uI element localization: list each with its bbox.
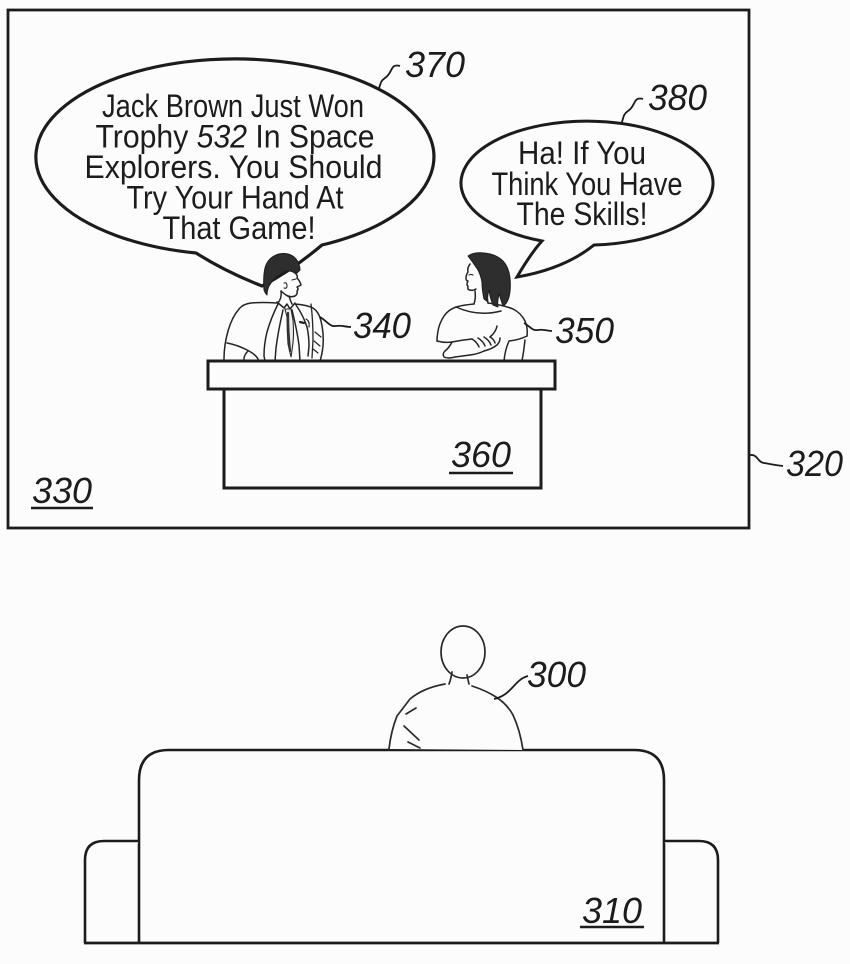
svg-text:That Game!: That Game!: [163, 210, 316, 246]
svg-text:Explorers. You Should: Explorers. You Should: [85, 149, 383, 185]
svg-text:Think You Have: Think You Have: [492, 166, 683, 202]
svg-text:330: 330: [32, 470, 92, 511]
svg-text:320: 320: [786, 443, 843, 484]
svg-text:360: 360: [451, 434, 511, 475]
svg-text:300: 300: [527, 654, 586, 695]
svg-text:340: 340: [353, 305, 411, 346]
svg-text:380: 380: [648, 77, 707, 118]
svg-text:Ha! If You: Ha! If You: [518, 135, 646, 171]
svg-text:Jack Brown Just Won: Jack Brown Just Won: [102, 88, 364, 124]
svg-text:350: 350: [555, 310, 614, 351]
svg-text:Trophy 532 In Space: Trophy 532 In Space: [96, 119, 375, 155]
svg-text:310: 310: [582, 890, 642, 931]
svg-text:The Skills!: The Skills!: [517, 196, 648, 232]
svg-text:Try Your Hand At: Try Your Hand At: [127, 180, 344, 216]
svg-text:370: 370: [405, 44, 465, 85]
